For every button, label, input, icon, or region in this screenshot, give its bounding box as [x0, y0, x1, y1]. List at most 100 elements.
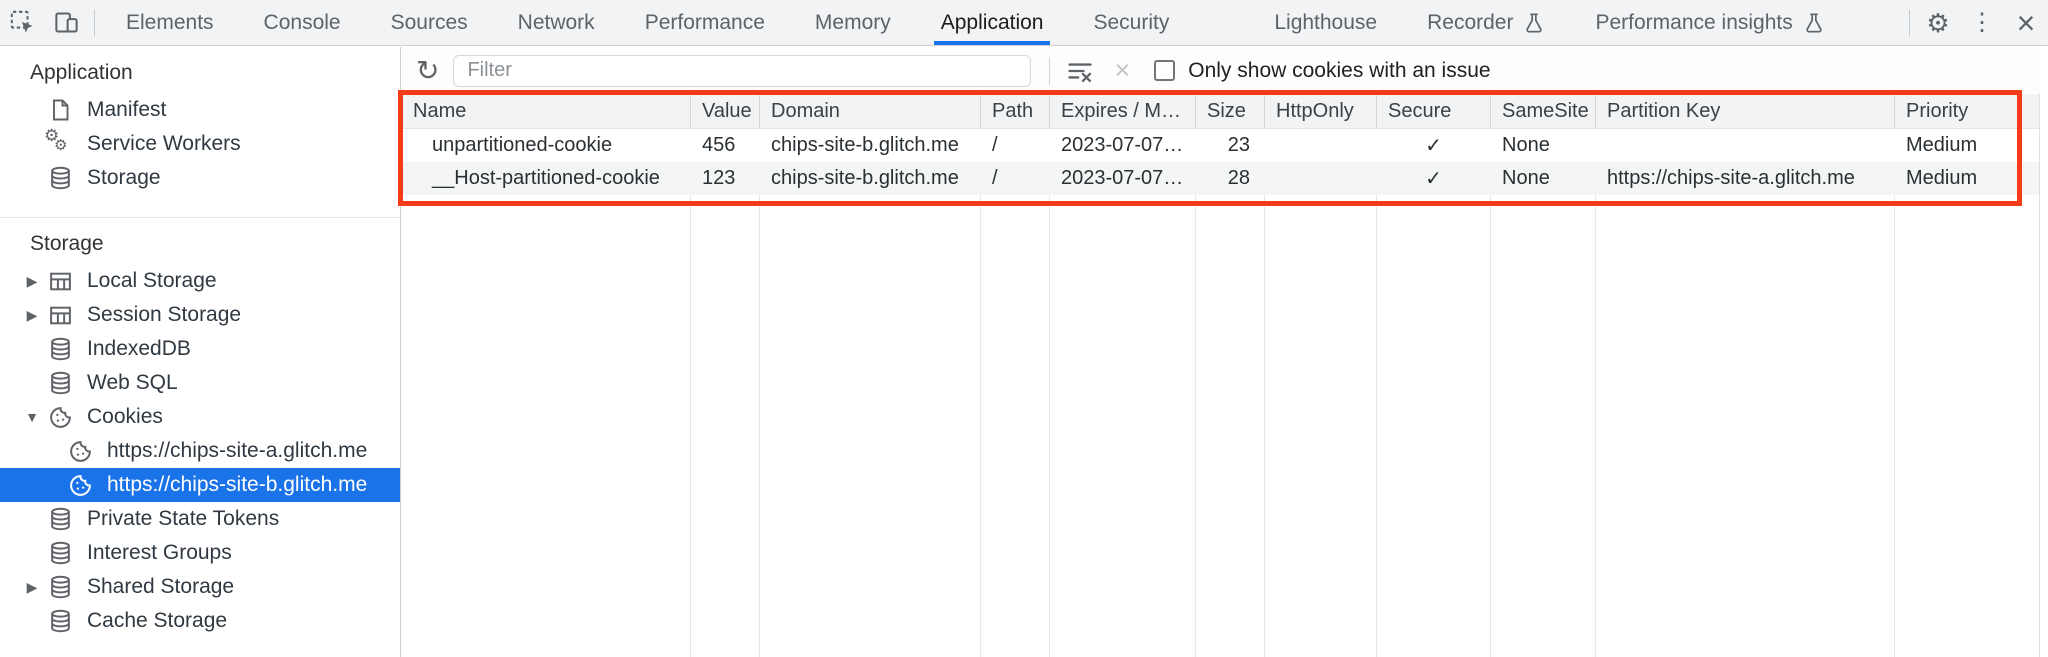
chevron-down-icon[interactable]: ▼ — [25, 409, 39, 425]
toolbar-divider — [1909, 9, 1910, 36]
database-icon — [46, 369, 74, 397]
sidebar-item-storage[interactable]: Storage — [0, 161, 400, 195]
column-header-partition-key[interactable]: Partition Key — [1596, 94, 1895, 128]
sidebar-item-label: IndexedDB — [87, 337, 191, 360]
cell-samesite[interactable]: None — [1502, 167, 1550, 189]
column-header-domain[interactable]: Domain — [760, 94, 981, 128]
tab-performance-insights[interactable]: Performance insights — [1570, 0, 1849, 45]
sidebar-item-shared-storage[interactable]: ▶ Shared Storage — [0, 570, 400, 604]
sidebar-item-cookies-chips-site-a[interactable]: https://chips-site-a.glitch.me — [0, 434, 400, 468]
sidebar-section-application: Application Manifest ⚙⚙ Service Workers — [0, 47, 400, 195]
column-header-name[interactable]: Name — [402, 94, 691, 128]
device-toolbar-icon[interactable] — [44, 0, 88, 45]
database-icon — [46, 573, 74, 601]
chevron-right-icon[interactable]: ▶ — [26, 272, 38, 289]
table-grid-icon — [46, 301, 74, 329]
cell-httponly[interactable] — [1265, 129, 1377, 162]
tab-console[interactable]: Console — [239, 0, 366, 45]
sidebar-item-cookies[interactable]: ▼ Cookies — [0, 400, 400, 434]
only-issues-label[interactable]: Only show cookies with an issue — [1188, 58, 1491, 82]
refresh-icon[interactable]: ↻ — [416, 54, 440, 86]
experiment-flask-icon — [1803, 11, 1825, 35]
cell-name[interactable]: __Host-partitioned-cookie — [432, 167, 660, 189]
tab-lighthouse[interactable]: Lighthouse — [1249, 0, 1402, 45]
column-header-expires[interactable]: Expires / M… — [1050, 94, 1196, 128]
sidebar-item-local-storage[interactable]: ▶ Local Storage — [0, 264, 400, 298]
tab-label: Network — [517, 10, 595, 34]
tab-application[interactable]: Application — [916, 0, 1069, 45]
sidebar-item-cookies-chips-site-b[interactable]: https://chips-site-b.glitch.me — [0, 468, 400, 502]
cell-priority[interactable]: Medium — [1906, 134, 1978, 156]
column-header-size[interactable]: Size — [1196, 94, 1265, 128]
chevron-right-icon[interactable]: ▶ — [26, 306, 38, 323]
sidebar-item-indexeddb[interactable]: IndexedDB — [0, 332, 400, 366]
sidebar-item-session-storage[interactable]: ▶ Session Storage — [0, 298, 400, 332]
toolbar-divider — [1049, 56, 1051, 85]
sidebar-item-service-workers[interactable]: ⚙⚙ Service Workers — [0, 126, 400, 161]
tab-label: Performance — [644, 10, 765, 34]
cell-expires[interactable]: 2023-07-07… — [1061, 134, 1184, 156]
cell-domain[interactable]: chips-site-b.glitch.me — [771, 167, 959, 189]
sidebar-item-interest-groups[interactable]: Interest Groups — [0, 536, 400, 570]
more-options-kebab-icon[interactable]: ⋮ — [1960, 0, 2004, 45]
table-row-unpartitioned-cookie[interactable]: unpartitioned-cookie 456 chips-site-b.gl… — [402, 129, 2040, 162]
tab-memory[interactable]: Memory — [790, 0, 916, 45]
sidebar-item-web-sql[interactable]: Web SQL — [0, 366, 400, 400]
tab-recorder[interactable]: Recorder — [1402, 0, 1570, 45]
sidebar-item-label: Private State Tokens — [87, 507, 280, 530]
column-gridlines — [402, 94, 2040, 657]
cell-samesite[interactable]: None — [1502, 134, 1550, 156]
sidebar-item-label: https://chips-site-b.glitch.me — [107, 473, 368, 496]
cell-domain[interactable]: chips-site-b.glitch.me — [771, 134, 959, 156]
cell-httponly[interactable] — [1265, 162, 1377, 195]
column-header-httponly[interactable]: HttpOnly — [1265, 94, 1377, 128]
settings-gear-icon[interactable]: ⚙ — [1916, 0, 1960, 45]
cell-secure-checkmark[interactable]: ✓ — [1425, 135, 1442, 157]
cookies-toolbar: ↻ × Only show cookies with an issue — [402, 47, 2040, 94]
cell-secure-checkmark[interactable]: ✓ — [1425, 168, 1442, 190]
cell-size[interactable]: 28 — [1227, 167, 1250, 189]
tab-performance[interactable]: Performance — [620, 0, 790, 45]
database-icon — [46, 505, 74, 533]
tab-elements[interactable]: Elements — [101, 0, 239, 45]
only-issues-checkbox[interactable] — [1154, 60, 1176, 81]
database-icon — [46, 607, 74, 635]
close-devtools-icon[interactable]: × — [2004, 0, 2048, 45]
tab-security[interactable]: Security — [1068, 0, 1194, 45]
column-header-secure[interactable]: Secure — [1377, 94, 1491, 128]
service-workers-gears-icon: ⚙⚙ — [44, 126, 68, 154]
cell-size[interactable]: 23 — [1227, 134, 1250, 156]
table-row-host-partitioned-cookie[interactable]: __Host-partitioned-cookie 123 chips-site… — [402, 162, 2040, 195]
cell-value[interactable]: 123 — [702, 167, 736, 189]
cell-expires[interactable]: 2023-07-07… — [1061, 167, 1184, 189]
tab-sources[interactable]: Sources — [366, 0, 493, 45]
column-header-path[interactable]: Path — [981, 94, 1050, 128]
cell-name[interactable]: unpartitioned-cookie — [432, 134, 613, 156]
chevron-right-icon[interactable]: ▶ — [26, 578, 38, 595]
cell-path[interactable]: / — [992, 134, 998, 156]
column-header-samesite[interactable]: SameSite — [1491, 94, 1596, 128]
pane-right-edge-line — [2039, 94, 2040, 657]
sidebar-item-private-state-tokens[interactable]: Private State Tokens — [0, 502, 400, 536]
cookie-icon — [46, 403, 74, 431]
tab-label: Memory — [814, 10, 891, 34]
cell-path[interactable]: / — [992, 167, 998, 189]
sidebar-item-manifest[interactable]: Manifest — [0, 93, 400, 127]
sidebar-item-cache-storage[interactable]: Cache Storage — [0, 604, 400, 638]
section-title-application: Application — [30, 61, 133, 84]
filter-input[interactable] — [453, 54, 1032, 87]
delete-selected-icon[interactable]: × — [1114, 55, 1131, 85]
cell-value[interactable]: 456 — [702, 134, 736, 156]
clear-all-cookies-icon[interactable] — [1066, 57, 1094, 85]
tab-network[interactable]: Network — [493, 0, 620, 45]
cell-partition-key[interactable]: https://chips-site-a.glitch.me — [1607, 167, 1855, 189]
inspect-element-icon[interactable] — [0, 0, 44, 45]
column-header-priority[interactable]: Priority — [1906, 99, 1969, 122]
tab-label: Recorder — [1427, 10, 1514, 34]
sidebar-item-label: Web SQL — [87, 371, 178, 394]
cell-partition-key[interactable] — [1596, 129, 1895, 162]
column-header-value[interactable]: Value — [691, 94, 760, 128]
sidebar-item-label: Local Storage — [87, 269, 217, 292]
cell-priority[interactable]: Medium — [1906, 167, 1978, 189]
toolbar-divider — [94, 9, 95, 36]
